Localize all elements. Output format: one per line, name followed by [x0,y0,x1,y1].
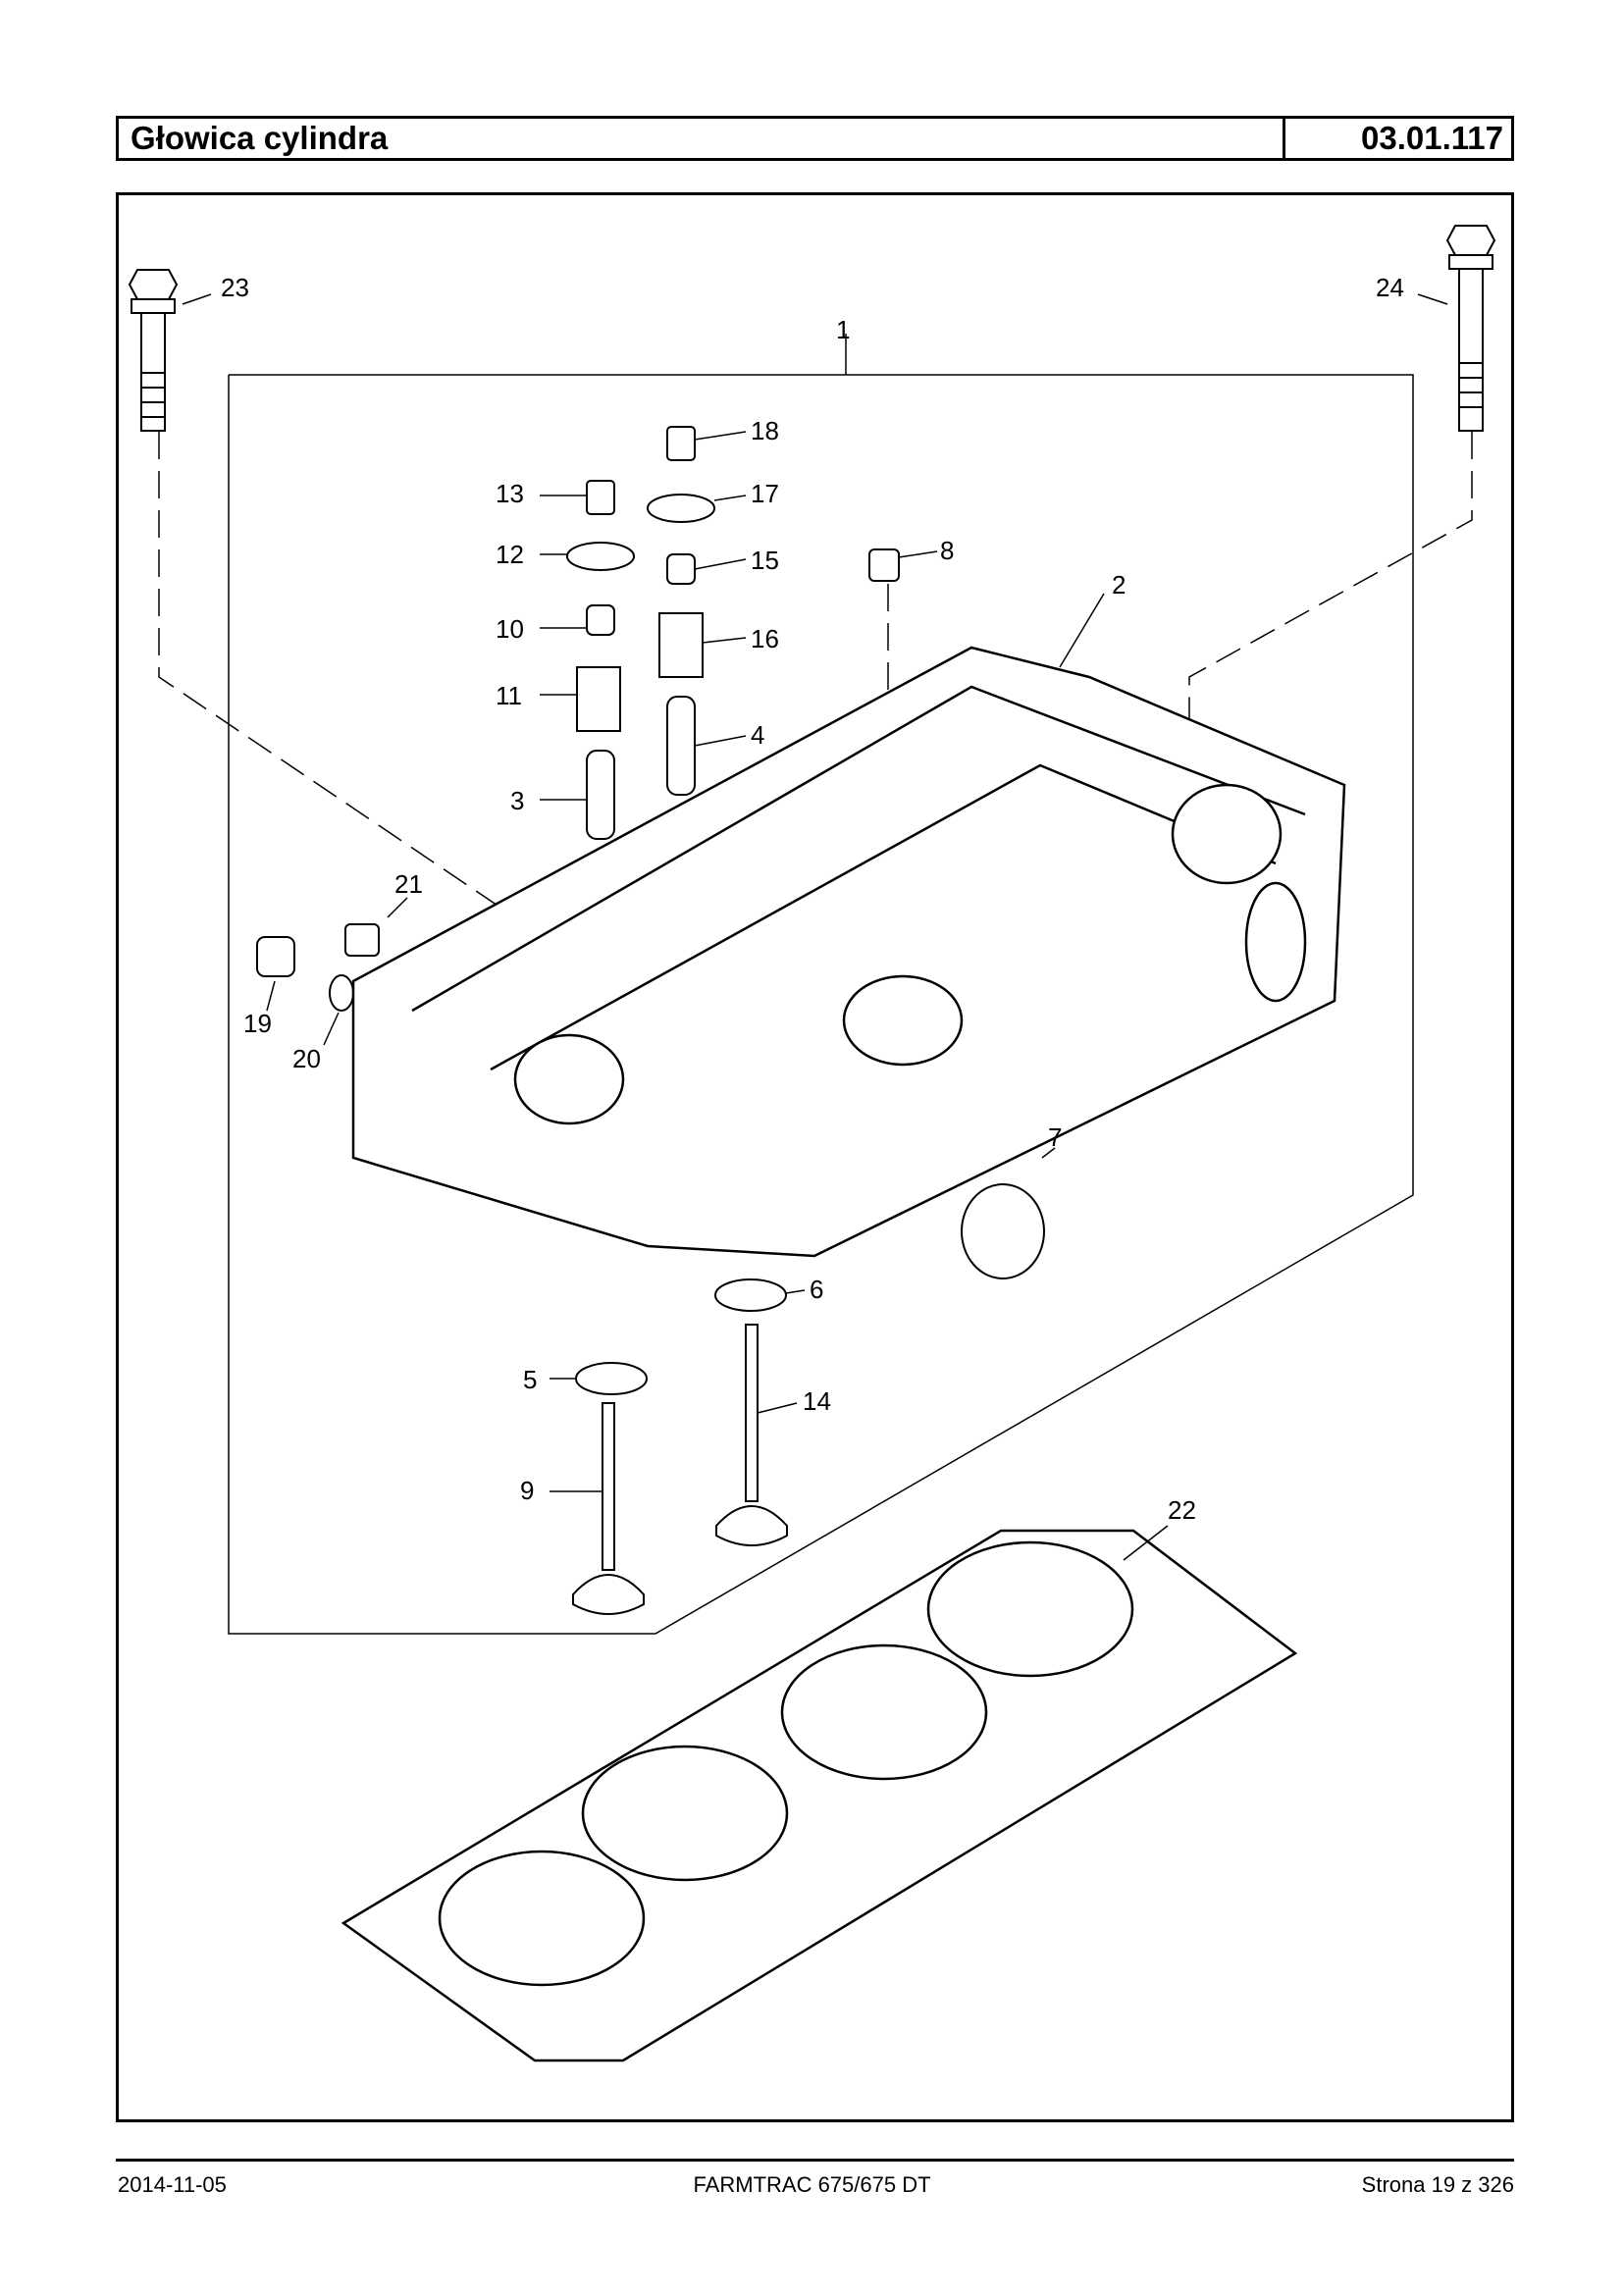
valve-spring-11 [576,666,621,732]
callout-numbers: 1 2 3 4 5 6 7 8 9 10 11 12 13 14 15 16 1… [221,273,1404,1525]
callout-12: 12 [496,540,524,569]
footer-rule [116,2159,1514,2162]
callout-7: 7 [1048,1122,1062,1152]
callout-22: 22 [1168,1495,1196,1525]
callout-16: 16 [751,624,779,653]
callout-19: 19 [243,1009,272,1038]
footer-page-number: Strona 19 z 326 [1361,2172,1514,2197]
valve-guide-4 [666,696,696,796]
section-code: 03.01.117 [1361,120,1503,156]
bolt-23 [128,269,179,432]
header-bar: Głowica cylindra 03.01.117 [116,116,1514,161]
bolt-24 [1445,225,1496,432]
callout-21: 21 [394,869,423,899]
valve-9 [602,1402,615,1571]
callout-24: 24 [1376,273,1404,302]
footer-model: FARMTRAC 675/675 DT [693,2172,931,2197]
plug-8 [868,548,900,582]
callout-20: 20 [292,1044,321,1073]
seat-ring-5 [575,1362,648,1395]
callout-8: 8 [940,536,954,565]
callout-11: 11 [496,681,522,710]
seal-ring-20 [329,974,354,1012]
callout-5: 5 [523,1365,537,1394]
valve-spring-16 [658,612,704,678]
plug-19 [256,936,295,977]
callout-15: 15 [751,546,779,575]
valve-seal-15 [666,553,696,585]
valve-seal-10 [586,604,615,636]
spring-retainer-12 [566,542,635,571]
assembly-outline [228,374,1414,1635]
callout-23: 23 [221,273,249,302]
valve-keeper-18 [666,426,696,461]
diagram-frame [116,192,1514,2122]
callout-9: 9 [520,1476,534,1505]
callout-10: 10 [496,614,524,644]
callout-18: 18 [751,416,779,445]
valve-keeper-13 [586,480,615,515]
callout-17: 17 [751,479,779,508]
callout-13: 13 [496,479,524,508]
callout-1: 1 [836,315,850,344]
callout-4: 4 [751,720,764,750]
spring-retainer-17 [647,494,715,523]
plug-21 [344,923,380,957]
callout-3: 3 [510,786,524,815]
callout-14: 14 [803,1386,831,1416]
callout-2: 2 [1112,570,1126,600]
insert-7 [961,1183,1045,1279]
footer-date: 2014-11-05 [118,2172,227,2197]
seat-ring-6 [714,1278,787,1312]
valve-14 [745,1324,759,1502]
page-title: Głowica cylindra [119,119,1285,158]
valve-guide-3 [586,750,615,840]
callout-6: 6 [810,1275,823,1304]
head-gasket-22 [341,1529,1298,2062]
exploded-parts-diagram: 1 2 3 4 5 6 7 8 9 10 11 12 13 14 15 16 1… [128,225,1496,2062]
cylinder-head [351,646,1346,1258]
